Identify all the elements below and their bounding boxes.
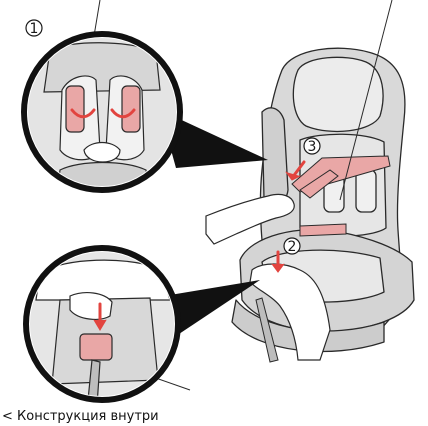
callout-1-pad-left (66, 86, 84, 132)
callout-1 (24, 34, 268, 200)
callout-2 (26, 248, 260, 420)
seat-headrest (293, 57, 383, 131)
step-marker-1: 1 (30, 21, 39, 37)
harness-strap-lower (300, 224, 346, 236)
seat-pad-right (356, 170, 376, 212)
step-marker-2: 2 (288, 239, 297, 255)
callout-2-buckle (80, 334, 112, 360)
callout-1-pad-right (122, 86, 140, 132)
figure-caption: < Конструкция внутри (2, 409, 159, 424)
seat-side-wing (262, 108, 288, 205)
step-marker-3: 3 (308, 139, 317, 155)
